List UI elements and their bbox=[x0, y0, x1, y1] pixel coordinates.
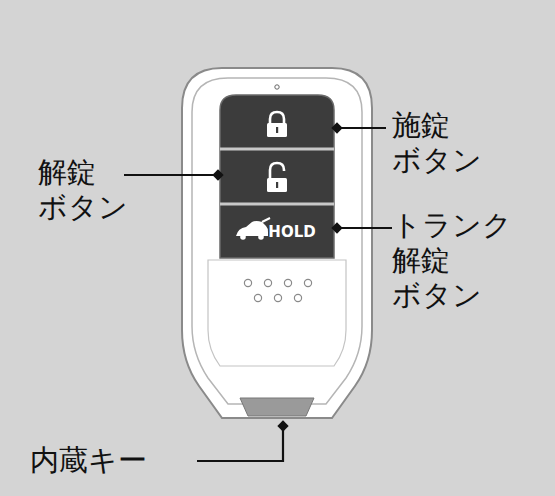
unlock-icon bbox=[267, 163, 287, 192]
button-text: HOLD bbox=[268, 223, 315, 241]
callout-label: 内蔵キー bbox=[30, 443, 175, 478]
lock-icon bbox=[267, 112, 287, 137]
button-divider bbox=[220, 148, 334, 151]
trunk-button: HOLD bbox=[268, 222, 315, 241]
trunk-icon bbox=[236, 218, 270, 240]
button-panel bbox=[220, 95, 334, 258]
key-body bbox=[182, 68, 372, 418]
callout-label: 施錠 ボタン bbox=[392, 108, 482, 178]
indicator-hole bbox=[275, 85, 279, 89]
built-in-key-tip bbox=[240, 398, 314, 416]
callout-label: 解錠 ボタン bbox=[38, 155, 128, 225]
button-divider bbox=[220, 203, 334, 206]
leader-lines bbox=[124, 122, 392, 461]
speaker-holes bbox=[244, 279, 311, 301]
key-inner-edge bbox=[192, 78, 362, 404]
callout-label: トランク 解錠 ボタン bbox=[392, 208, 517, 313]
key-lower-panel bbox=[208, 260, 346, 366]
